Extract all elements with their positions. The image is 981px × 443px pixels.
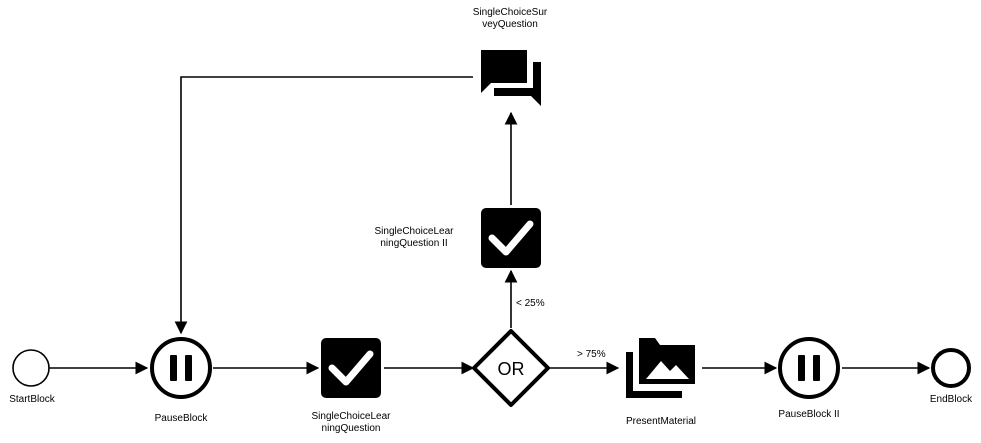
single-choice-survey-question[interactable] [481,50,541,106]
survey-question-label: SingleChoiceSur veyQuestion [472,7,548,30]
end-block-label: EndBlock [929,394,973,405]
pause-block-label: PauseBlock [154,413,208,424]
pause-icon [798,355,820,381]
edge-label-less-25: < 25% [516,298,545,309]
single-choice-learning-question[interactable] [321,338,381,398]
edge-survey-pause [174,76,473,335]
start-block-label: StartBlock [9,394,55,405]
pause-block[interactable] [150,337,212,399]
edges [49,76,931,375]
end-event[interactable] [931,348,971,388]
question-ii-label: SingleChoiceLear ningQuestion II [374,226,454,249]
pause-block-ii-label: PauseBlock II [778,409,840,420]
single-choice-learning-question-ii[interactable] [481,208,541,268]
start-event[interactable] [12,349,50,387]
edge-label-greater-75: > 75% [577,349,606,360]
photo-library-icon [626,338,695,398]
checkmark-icon [328,350,374,386]
question-label: SingleChoiceLear ningQuestion [311,411,391,434]
present-material[interactable] [626,338,695,398]
forum-chat-icon [481,50,541,106]
gateway-label: OR [498,359,525,379]
present-material-label: PresentMaterial [625,416,697,427]
or-gateway[interactable] [472,329,550,407]
checkmark-icon [488,220,534,256]
pause-icon [170,355,192,381]
pause-block-ii[interactable] [778,337,840,399]
